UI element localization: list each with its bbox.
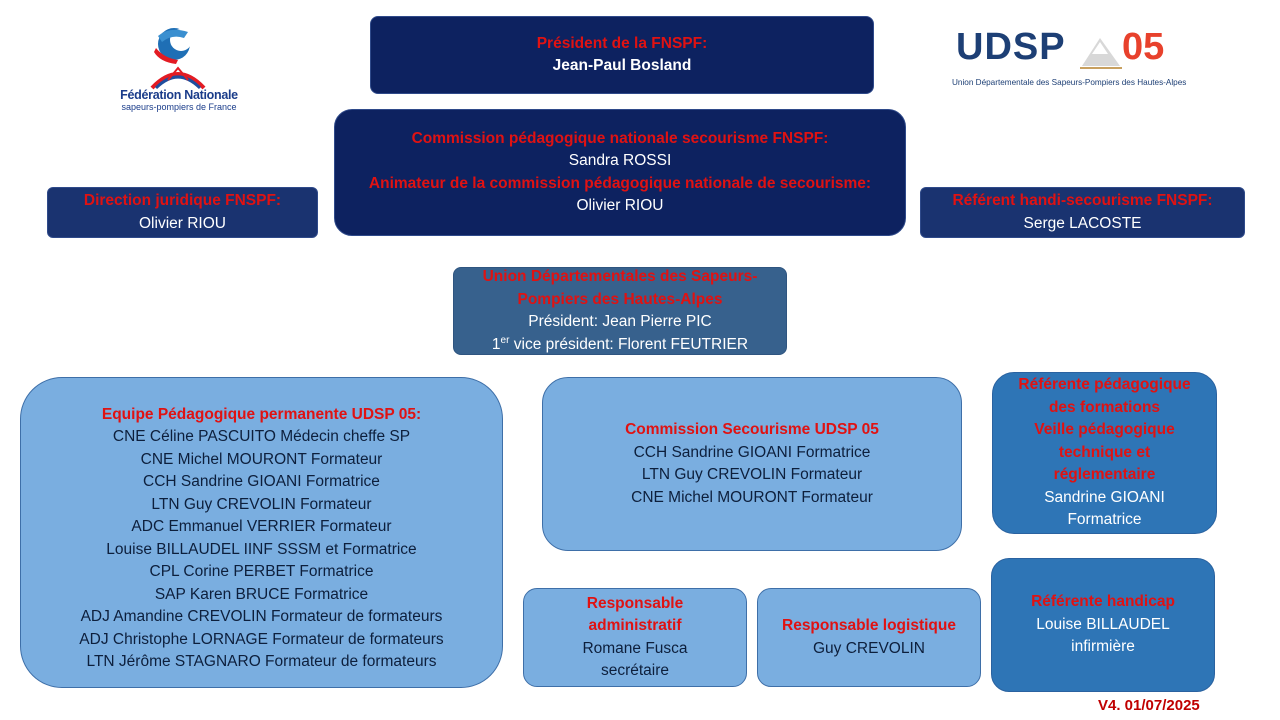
direction-juridique-box: Direction juridique FNSPF: Olivier RIOU [47, 187, 318, 238]
udsp-union-title-line1: Union Départementales des Sapeurs- [482, 268, 758, 285]
equipe-pedagogique-box: Equipe Pédagogique permanente UDSP 05: C… [20, 377, 503, 688]
member-line: LTN Guy CREVOLIN Formateur [151, 495, 372, 513]
federation-nationale-logo: Fédération Nationale sapeurs-pompiers de… [104, 22, 254, 118]
referente-pedagogique-role: Formatrice [1067, 511, 1142, 529]
title-line: Référente pédagogique [1018, 376, 1191, 394]
commission-udsp-title: Commission Secourisme UDSP 05 [625, 421, 879, 438]
commission-nationale-name: Sandra ROSSI [568, 152, 672, 169]
member-line: SAP Karen BRUCE Formatrice [154, 585, 369, 603]
federation-emblem-icon [150, 28, 206, 90]
equipe-title: Equipe Pédagogique permanente UDSP 05: [101, 405, 422, 423]
responsable-logistique-box: Responsable logistique Guy CREVOLIN [757, 588, 981, 687]
member-line: CNE Michel MOURONT Formateur [631, 488, 873, 506]
responsable-admin-role: secrétaire [600, 662, 670, 679]
member-line: ADC Emmanuel VERRIER Formateur [131, 518, 392, 535]
federation-logo-line1: Fédération Nationale [120, 88, 238, 102]
referente-handicap-name: Louise BILLAUDEL [1036, 615, 1170, 633]
udsp-union-vice-president: 1er vice président: Florent FEUTRIER [491, 334, 749, 353]
member-line: CCH Sandrine GIOANI Formatrice [143, 473, 380, 490]
member-line: ADJ Christophe LORNAGE Formateur de form… [79, 630, 444, 648]
president-title: Président de la FNSPF: [536, 34, 708, 52]
member-line: LTN Jérôme STAGNARO Formateur de formate… [86, 653, 437, 670]
responsable-admin-title: Responsable administratif [587, 593, 683, 638]
member-line: ADJ Amandine CREVOLIN Formateur de forma… [80, 608, 443, 625]
responsable-logistique-name: Guy CREVOLIN [813, 639, 925, 657]
commission-nationale-box: Commission pédagogique nationale secouri… [334, 109, 906, 236]
president-fnspf-box: Président de la FNSPF: Jean-Paul Bosland [370, 16, 874, 94]
udsp-logo-subtitle: Union Départementale des Sapeurs-Pompier… [952, 78, 1187, 87]
member-line: Louise BILLAUDEL IINF SSSM et Formatrice [106, 540, 417, 558]
animateur-name: Olivier RIOU [576, 197, 664, 214]
member-line: CNE Michel MOURONT Formateur [140, 450, 383, 468]
udsp-union-box: Union Départementales des Sapeurs- Pompi… [453, 267, 787, 355]
referent-handi-name: Serge LACOSTE [1023, 214, 1142, 232]
member-line: CNE Céline PASCUITO Médecin cheffe SP [112, 428, 411, 445]
president-name: Jean-Paul Bosland [552, 57, 692, 74]
commission-nationale-title: Commission pédagogique nationale secouri… [411, 129, 829, 147]
title-line: administratif [588, 617, 682, 634]
udsp-union-title-line2: Pompiers des Hautes-Alpes [517, 290, 723, 308]
referent-handi-box: Référent handi-secourisme FNSPF: Serge L… [920, 187, 1245, 238]
member-line: CCH Sandrine GIOANI Formatrice [633, 443, 871, 461]
referente-pedagogique-name: Sandrine GIOANI [1044, 488, 1165, 506]
udsp-logo-name: UDSP [956, 26, 1066, 68]
title-line: réglementaire [1053, 466, 1156, 484]
version-label: V4. 01/07/2025 [1098, 697, 1200, 714]
commission-udsp-box: Commission Secourisme UDSP 05 CCH Sandri… [542, 377, 962, 551]
referente-handicap-box: Référente handicap Louise BILLAUDEL infi… [991, 558, 1215, 692]
equipe-members-list: CNE Céline PASCUITO Médecin cheffe SP CNE… [79, 426, 443, 674]
responsable-admin-name: Romane Fusca [582, 639, 688, 657]
responsable-admin-box: Responsable administratif Romane Fusca se… [523, 588, 747, 687]
direction-juridique-name: Olivier RIOU [139, 214, 226, 232]
referent-handi-title: Référent handi-secourisme FNSPF: [952, 192, 1213, 209]
member-line: CPL Corine PERBET Formatrice [149, 563, 374, 580]
title-line: Responsable [586, 594, 684, 612]
responsable-logistique-title: Responsable logistique [782, 617, 956, 634]
title-line: des formations [1048, 398, 1161, 416]
udsp-logo-number: 05 [1122, 26, 1165, 68]
mountain-emblem-icon [1080, 38, 1122, 69]
member-line: LTN Guy CREVOLIN Formateur [641, 466, 863, 483]
referente-handicap-role: infirmière [1071, 638, 1135, 656]
udsp-union-president: Président: Jean Pierre PIC [528, 313, 712, 330]
title-line: technique et [1058, 443, 1151, 461]
udsp-05-logo: UDSP 05 Union Départementale des Sapeurs… [952, 26, 1192, 96]
federation-logo-line2: sapeurs-pompiers de France [121, 102, 237, 112]
animateur-title: Animateur de la commission pédagogique n… [368, 174, 872, 192]
referente-handicap-title: Référente handicap [1031, 593, 1175, 611]
direction-juridique-title: Direction juridique FNSPF: [83, 192, 282, 209]
title-line: Veille pédagogique [1034, 421, 1175, 439]
